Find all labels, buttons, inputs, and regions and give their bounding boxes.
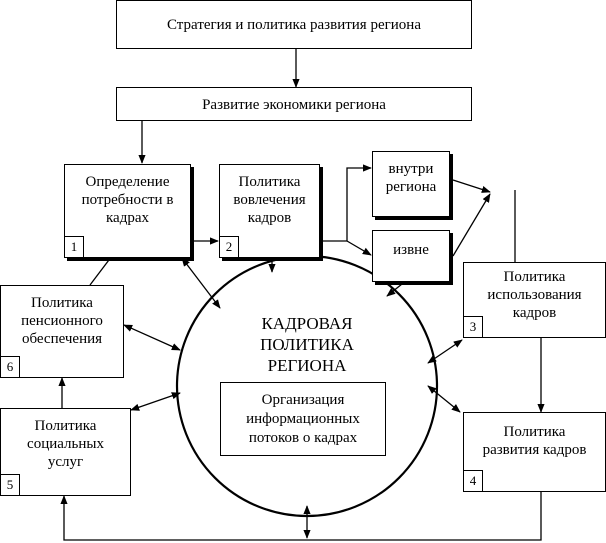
inside-region-box: внутри региона bbox=[372, 151, 450, 217]
info-line-3: потоков о кадрах bbox=[248, 430, 358, 446]
usage-number: 3 bbox=[463, 316, 483, 338]
needs-line-1: Определение bbox=[85, 174, 170, 190]
inside-line-1: внутри bbox=[388, 161, 434, 177]
attract-box: Политика вовлечения кадров 2 bbox=[219, 164, 320, 258]
attract-line-3: кадров bbox=[247, 210, 292, 226]
arrow-outside-usage bbox=[452, 193, 491, 257]
needs-line-3: кадрах bbox=[105, 210, 149, 226]
strategy-label: Стратегия и политика развития региона bbox=[167, 17, 421, 33]
pension-line-2: пенсионного bbox=[21, 313, 103, 329]
social-number: 5 bbox=[0, 474, 20, 496]
development-box: Политика развития кадров 4 bbox=[463, 412, 606, 492]
arrow-pension-circle bbox=[123, 324, 181, 351]
attract-line-1: Политика bbox=[238, 174, 301, 190]
needs-number: 1 bbox=[64, 236, 84, 258]
usage-line-2: использования bbox=[487, 287, 582, 303]
arrow-social-circle bbox=[130, 392, 181, 411]
pension-box: Политика пенсионного обеспечения 6 bbox=[0, 285, 124, 378]
economy-label: Развитие экономики региона bbox=[202, 97, 386, 113]
info-line-2: информационных bbox=[246, 411, 360, 427]
arrow-attract-inside bbox=[322, 164, 372, 242]
center-title-line-3: РЕГИОНА bbox=[267, 356, 347, 375]
social-line-2: социальных bbox=[27, 436, 104, 452]
center-title: КАДРОВАЯ ПОЛИТИКА РЕГИОНА bbox=[232, 313, 382, 376]
pension-number: 6 bbox=[0, 356, 20, 378]
development-number: 4 bbox=[463, 470, 483, 492]
arrow-needs-circle bbox=[181, 257, 221, 309]
usage-box: Политика использования кадров 3 bbox=[463, 262, 606, 338]
arrow-development-circle bbox=[427, 385, 461, 413]
center-title-line-2: ПОЛИТИКА bbox=[260, 335, 354, 354]
center-title-line-1: КАДРОВАЯ bbox=[261, 314, 353, 333]
info-flows-box: Организация информационных потоков о кад… bbox=[220, 382, 386, 456]
pension-line-1: Политика bbox=[31, 295, 93, 311]
outside-box: извне bbox=[372, 230, 450, 282]
arrow-attract-outside bbox=[346, 240, 372, 256]
social-box: Политика социальных услуг 5 bbox=[0, 408, 131, 496]
usage-line-3: кадров bbox=[512, 305, 557, 321]
strategy-box: Стратегия и политика развития региона bbox=[116, 0, 472, 49]
usage-line-1: Политика bbox=[503, 269, 566, 285]
inside-line-2: региона bbox=[385, 179, 437, 195]
development-line-1: Политика bbox=[503, 424, 566, 440]
arrow-inside-usage bbox=[452, 179, 491, 193]
attract-number: 2 bbox=[219, 236, 239, 258]
social-line-3: услуг bbox=[47, 454, 84, 470]
arrow-usage-circle bbox=[427, 339, 463, 364]
info-line-1: Организация bbox=[261, 392, 345, 408]
outside-line-1: извне bbox=[393, 242, 429, 258]
development-line-2: развития кадров bbox=[482, 442, 587, 458]
economy-box: Развитие экономики региона bbox=[116, 87, 472, 121]
needs-line-2: потребности в bbox=[81, 192, 174, 208]
social-line-1: Политика bbox=[34, 418, 97, 434]
pension-line-3: обеспечения bbox=[21, 331, 103, 347]
arrow-development-social bbox=[60, 492, 542, 541]
needs-box: Определение потребности в кадрах 1 bbox=[64, 164, 191, 258]
attract-line-2: вовлечения bbox=[233, 192, 306, 208]
